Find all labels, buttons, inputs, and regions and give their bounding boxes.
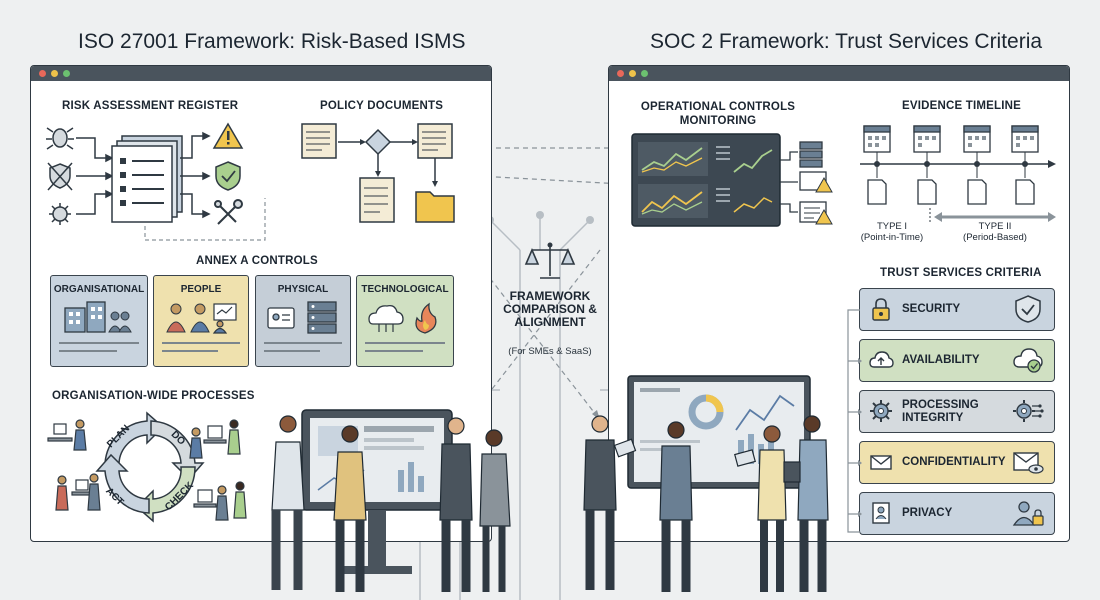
tsc-confidentiality-card[interactable]: CONFIDENTIALITY [859, 441, 1055, 484]
soc-window-titlebar [609, 66, 1069, 81]
tools-icon [214, 199, 243, 225]
user-lock-icon [1012, 501, 1044, 526]
warning-icon [212, 122, 244, 149]
type-i-label: TYPE I (Point-in-Time) [857, 221, 927, 243]
evidence-document-icon [917, 179, 937, 205]
broken-shield-icon [47, 162, 73, 191]
draft-document-icon [359, 177, 395, 223]
alert-log-icon [799, 171, 833, 193]
shield-check-icon [215, 161, 241, 191]
cloud-check-icon [1013, 348, 1043, 373]
policy-scroll-icon [301, 123, 337, 159]
minimize-dot[interactable] [629, 70, 636, 77]
tsc-processing-integrity-card[interactable]: PROCESSING INTEGRITY [859, 390, 1055, 433]
type-ii-title: TYPE II [978, 221, 1012, 232]
annex-a-label: ANNEX A CONTROLS [196, 255, 318, 267]
framework-comparison-title: FRAMEWORK COMPARISON & ALIGNMENT [503, 289, 597, 329]
evidence-document-icon [867, 179, 887, 205]
org-processes-label: ORGANISATION-WIDE PROCESSES [52, 390, 255, 402]
control-card-label: PHYSICAL [277, 284, 329, 295]
analysts [583, 415, 829, 592]
type-ii-label: TYPE II (Period-Based) [955, 221, 1035, 243]
iso-team-illustration [271, 409, 511, 592]
maximize-dot[interactable] [63, 70, 70, 77]
envelope-icon [870, 455, 892, 470]
evidence-timeline-diagram [860, 125, 1056, 224]
iso-framework-title: ISO 27001 Framework: Risk-Based ISMS [78, 30, 466, 53]
soc-framework-title: SOC 2 Framework: Trust Services Criteria [650, 30, 1043, 53]
folder-icon [415, 191, 455, 223]
cloud-firewall-icon [368, 302, 437, 334]
minimize-dot[interactable] [51, 70, 58, 77]
padlock-icon [872, 298, 890, 321]
tsc-confidentiality-label: CONFIDENTIALITY [902, 456, 1006, 468]
control-card-label: ORGANISATIONAL [53, 284, 145, 295]
maximize-dot[interactable] [641, 70, 648, 77]
approved-document-icon [417, 123, 453, 159]
office-buildings-icon [64, 301, 132, 333]
cloud-upload-icon [869, 351, 894, 368]
envelope-eye-icon [1013, 452, 1044, 474]
tsc-privacy-card[interactable]: PRIVACY [859, 492, 1055, 535]
control-card-label: PEOPLE [180, 284, 222, 295]
alert-report-icon [799, 201, 833, 225]
evidence-document-icon [967, 179, 987, 205]
control-card-technological[interactable]: TECHNOLOGICAL [356, 275, 454, 367]
control-card-physical[interactable]: PHYSICAL [255, 275, 351, 367]
team-workstations-illustration [47, 419, 247, 521]
risk-register-label: RISK ASSESSMENT REGISTER [62, 100, 239, 112]
soc-team-illustration [583, 375, 829, 592]
server-status-icon [799, 141, 823, 168]
tsc-availability-card[interactable]: AVAILABILITY [859, 339, 1055, 382]
shield-check-icon [1015, 295, 1041, 323]
tsc-security-card[interactable]: SECURITY [859, 288, 1055, 331]
type-i-title: TYPE I [876, 221, 908, 232]
virus-icon [49, 203, 71, 225]
presenters [271, 415, 511, 592]
presentation-screen [301, 409, 453, 574]
control-card-label: TECHNOLOGICAL [361, 284, 449, 295]
bug-icon [46, 127, 74, 150]
operational-controls-label: OPERATIONAL CONTROLS MONITORING [640, 101, 796, 127]
risk-register-diagram [46, 122, 266, 241]
tsc-bracket [847, 309, 862, 533]
framework-comparison-subtitle: (For SMEs & SaaS) [508, 346, 592, 357]
type-ii-subtitle: (Period-Based) [963, 232, 1027, 243]
id-card-icon [872, 502, 890, 524]
register-document-stack [111, 135, 183, 223]
gear-circuit-icon [1013, 400, 1044, 422]
control-card-organisational[interactable]: ORGANISATIONAL [50, 275, 148, 367]
gear-icon [870, 400, 892, 422]
control-card-people[interactable]: PEOPLE [153, 275, 249, 367]
operational-dashboard [631, 133, 833, 227]
people-icon [166, 303, 237, 334]
tsc-title-label: TRUST SERVICES CRITERIA [880, 267, 1042, 279]
evidence-timeline-label: EVIDENCE TIMELINE [902, 100, 1022, 112]
balance-scale-icon [524, 242, 576, 279]
pdca-cycle-diagram: PLAN DO CHECK ACT [95, 411, 205, 523]
type-i-subtitle: (Point-in-Time) [860, 232, 924, 243]
badge-server-icon [267, 301, 337, 334]
close-dot[interactable] [617, 70, 624, 77]
evidence-document-icon [1015, 179, 1035, 205]
close-dot[interactable] [39, 70, 46, 77]
policy-documents-diagram [301, 123, 455, 223]
tsc-security-label: SECURITY [902, 303, 961, 315]
tsc-processing-integrity-label: PROCESSING INTEGRITY [902, 398, 979, 424]
iso-window-titlebar [31, 66, 491, 81]
decision-diamond-icon [364, 128, 392, 156]
policy-documents-label: POLICY DOCUMENTS [320, 100, 444, 112]
tsc-availability-label: AVAILABILITY [902, 354, 980, 366]
tsc-privacy-label: PRIVACY [902, 507, 953, 519]
